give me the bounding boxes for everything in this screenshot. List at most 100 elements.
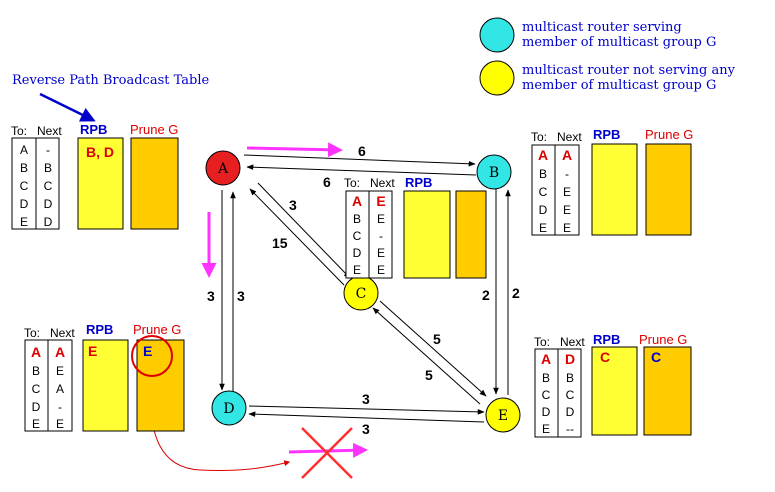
table-d-next-1: E	[56, 364, 64, 378]
table-c-next-1: E	[377, 212, 385, 226]
broadcast-arrow-a-b	[246, 142, 343, 158]
table-d-to-2: C	[32, 382, 41, 396]
router-b-label: B	[489, 165, 499, 181]
cost-a-c-2: 15	[272, 235, 288, 251]
table-d-rpb-box	[82, 339, 129, 432]
router-a-label: A	[217, 161, 229, 177]
links	[219, 154, 511, 423]
table-c-to-header: To:	[344, 176, 360, 190]
table-e-to-3: D	[542, 405, 551, 419]
table-c-next-3: E	[377, 246, 385, 260]
link-e-c	[372, 307, 481, 405]
link-c-a	[249, 188, 345, 286]
table-d-prune-header: Prune G	[133, 322, 181, 337]
table-d-to-3: D	[32, 400, 41, 414]
link-a-c	[257, 182, 351, 279]
table-e-next-4: --	[566, 422, 574, 436]
table-b-next-0: A	[562, 147, 572, 163]
router-c-label: C	[356, 286, 367, 302]
table-b-to-3: D	[539, 203, 548, 217]
table-e-rpb-header: RPB	[593, 332, 620, 347]
cost-d-e-1: 3	[362, 391, 370, 407]
table-e-prune-value: C	[651, 349, 661, 365]
table-d-next-4: E	[56, 417, 64, 431]
table-d-to-0: A	[31, 344, 41, 360]
cost-b-e-2: 2	[512, 285, 520, 301]
cost-a-d-1: 3	[207, 288, 215, 304]
table-e-prune-box	[643, 346, 692, 436]
table-a-rpb-box	[77, 137, 124, 230]
cost-b-e-1: 2	[482, 287, 490, 303]
table-router-c: To: Next RPB A B C D E E E - E E	[344, 175, 487, 279]
table-a-rpb-value: B, D	[86, 144, 114, 160]
table-a-to-3: D	[20, 197, 29, 211]
table-e-rpb-value: C	[600, 349, 610, 365]
table-d-to-1: B	[32, 364, 40, 378]
table-d-next-2: A	[56, 382, 64, 396]
table-e-to-1: B	[542, 371, 550, 385]
table-e-to-0: A	[541, 351, 551, 367]
rpb-table-caption: Reverse Path Broadcast Table	[12, 73, 209, 88]
table-a-to-2: C	[20, 179, 29, 193]
link-e-d	[248, 411, 485, 423]
table-b-next-header: Next	[557, 130, 582, 144]
prune-highlight-circle	[131, 335, 173, 377]
table-a-prune-box	[130, 137, 179, 230]
table-e-next-2: C	[566, 388, 575, 402]
table-e-next-1: B	[566, 371, 574, 385]
router-e	[485, 397, 521, 433]
router-d-label: D	[223, 401, 234, 417]
table-b-rpb-header: RPB	[593, 127, 620, 142]
cost-a-d-2: 3	[237, 288, 245, 304]
table-b-to-2: C	[539, 185, 548, 199]
table-router-d: To: Next RPB Prune G A B C D E A E A - E…	[24, 322, 185, 432]
cost-a-b-back: 6	[323, 174, 331, 190]
table-e-next-3: D	[566, 405, 575, 419]
table-e-next-0: D	[565, 351, 575, 367]
table-c-next-header: Next	[370, 176, 395, 190]
cost-c-e-2: 5	[425, 367, 433, 383]
table-c-rpb-header: RPB	[405, 175, 432, 190]
table-a-rpb-header: RPB	[80, 122, 107, 137]
table-b-to-0: A	[538, 147, 548, 163]
table-b-rpb-box	[591, 143, 638, 236]
router-d	[211, 390, 247, 426]
table-b-next-2: E	[563, 185, 571, 199]
table-e-next-header: Next	[560, 335, 585, 349]
legend-serving-swatch	[479, 17, 515, 53]
table-a-next-2: C	[44, 179, 53, 193]
table-b-to-header: To:	[531, 130, 547, 144]
legend-not-serving-swatch	[479, 60, 515, 96]
table-e-prune-header: Prune G	[639, 332, 687, 347]
table-router-a: To: Next RPB Prune G A B C D E - B C D D…	[11, 122, 179, 230]
link-b-a-back	[246, 164, 477, 176]
table-b-prune-box	[645, 143, 692, 236]
table-c-to-2: C	[353, 229, 362, 243]
table-d-rpb-header: RPB	[86, 322, 113, 337]
table-a-next-header: Next	[37, 124, 62, 138]
link-c-e	[379, 300, 487, 397]
table-e-to-4: E	[542, 422, 550, 436]
table-a-next-3: D	[44, 197, 53, 211]
table-b-next-3: E	[563, 203, 571, 217]
table-a-to-header: To:	[11, 124, 27, 138]
table-a-next-1: B	[44, 161, 52, 175]
caption-arrow	[39, 92, 96, 122]
table-router-e: To: Next RPB Prune G A B C D E D B C D -…	[534, 332, 692, 438]
router-b	[476, 154, 512, 190]
table-d-to-4: E	[32, 417, 40, 431]
legend-serving-text-2: member of multicast group G	[522, 35, 716, 50]
table-b-next-1: -	[565, 167, 569, 181]
link-d-e	[248, 405, 485, 415]
table-d-next-header: Next	[50, 326, 75, 340]
blocked-cross-icon	[301, 427, 353, 479]
table-d-next-3: -	[58, 400, 62, 414]
router-a	[205, 150, 241, 186]
table-c-to-0: A	[352, 193, 362, 209]
table-d-to-header: To:	[24, 326, 40, 340]
cost-d-e-2: 3	[362, 421, 370, 437]
table-c-rpb-box	[403, 190, 451, 279]
table-d-rpb-value: E	[88, 343, 97, 359]
